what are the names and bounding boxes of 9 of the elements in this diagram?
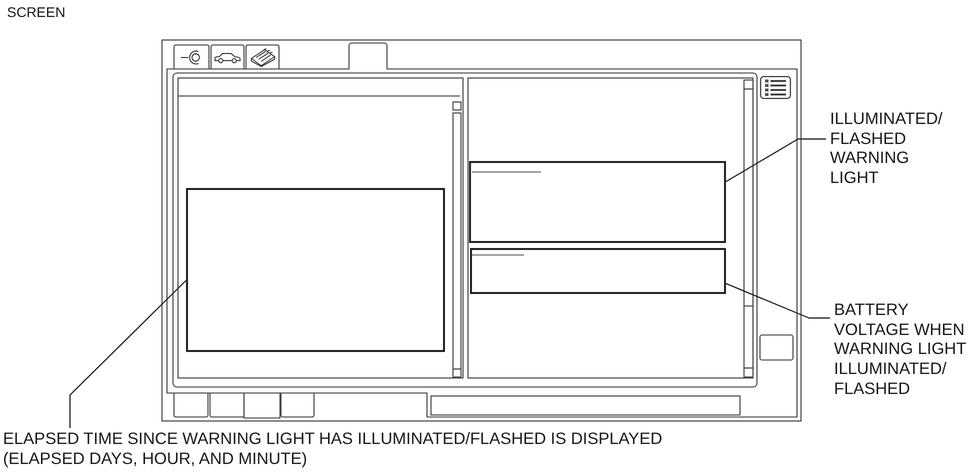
display-panel (469, 161, 726, 243)
diagram-title: SCREEN (7, 4, 66, 21)
display-panel (470, 248, 726, 294)
callout-text: ELAPSED TIME SINCE WARNING LIGHT HAS ILLUMINATED/FLASHED IS DISPLAYED (ELAPSED DAYS, HOUR, AND MINUTE) (3, 430, 708, 470)
leader-line (726, 138, 826, 182)
leader-line (726, 283, 830, 319)
display-panel (186, 188, 445, 352)
callout-text: ILLUMINATED/ FLASHED WARNING LIGHT (830, 110, 954, 189)
callout-text: BATTERY VOLTAGE WHEN WARNING LIGHT ILLUMINATED/ FLASHED (834, 301, 976, 400)
